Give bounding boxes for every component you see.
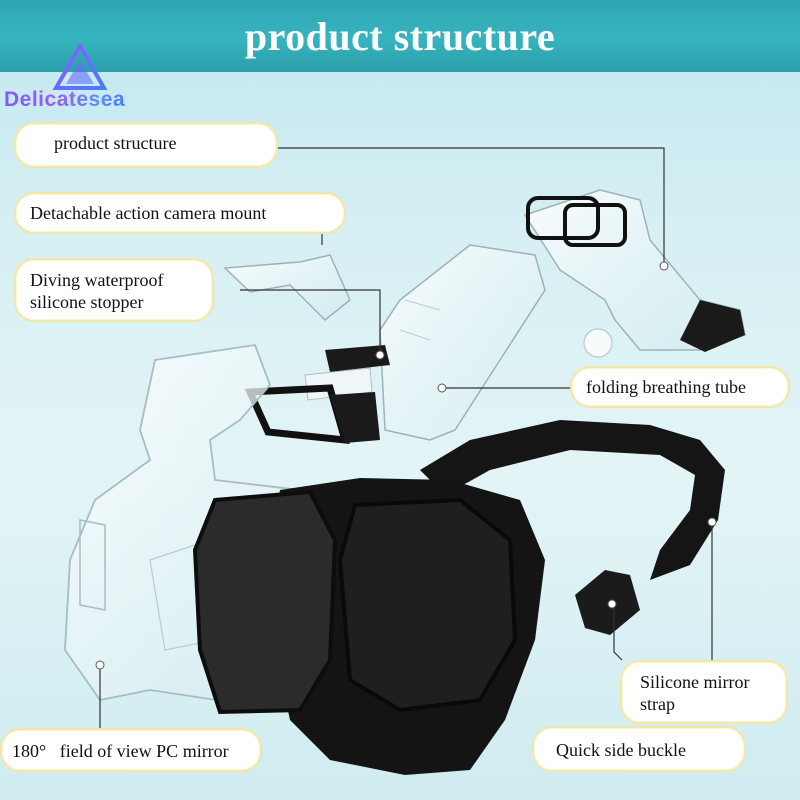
- stopper-and-bracket: [244, 345, 390, 445]
- label-breathing-tube: folding breathing tube: [570, 366, 790, 408]
- camera-mount-part: [223, 254, 351, 322]
- label-pc-mirror: 180° field of view PC mirror: [0, 728, 262, 772]
- snorkel-top-part: [523, 189, 746, 352]
- leader-lines: [99, 147, 713, 746]
- title-banner: product structure: [0, 0, 800, 72]
- label-silicone-stopper: Diving waterproof silicone stopper: [14, 258, 214, 322]
- ball-valve: [583, 328, 613, 358]
- black-mask-frame: [192, 478, 545, 775]
- label-camera-mount: Detachable action camera mount: [14, 192, 346, 234]
- breathing-tube-part: [379, 244, 546, 441]
- buckle-part: [575, 570, 640, 635]
- label-product-structure: product structure: [14, 122, 278, 168]
- leader-markers: [95, 261, 717, 670]
- label-quick-buckle: Quick side buckle: [532, 726, 746, 772]
- label-silicone-strap: Silicone mirror strap: [620, 660, 788, 724]
- brand-name: Delicatesea: [4, 88, 126, 111]
- strap-part: [420, 420, 725, 580]
- banner-title: product structure: [244, 13, 556, 59]
- logo-triangle-icon: [52, 44, 108, 90]
